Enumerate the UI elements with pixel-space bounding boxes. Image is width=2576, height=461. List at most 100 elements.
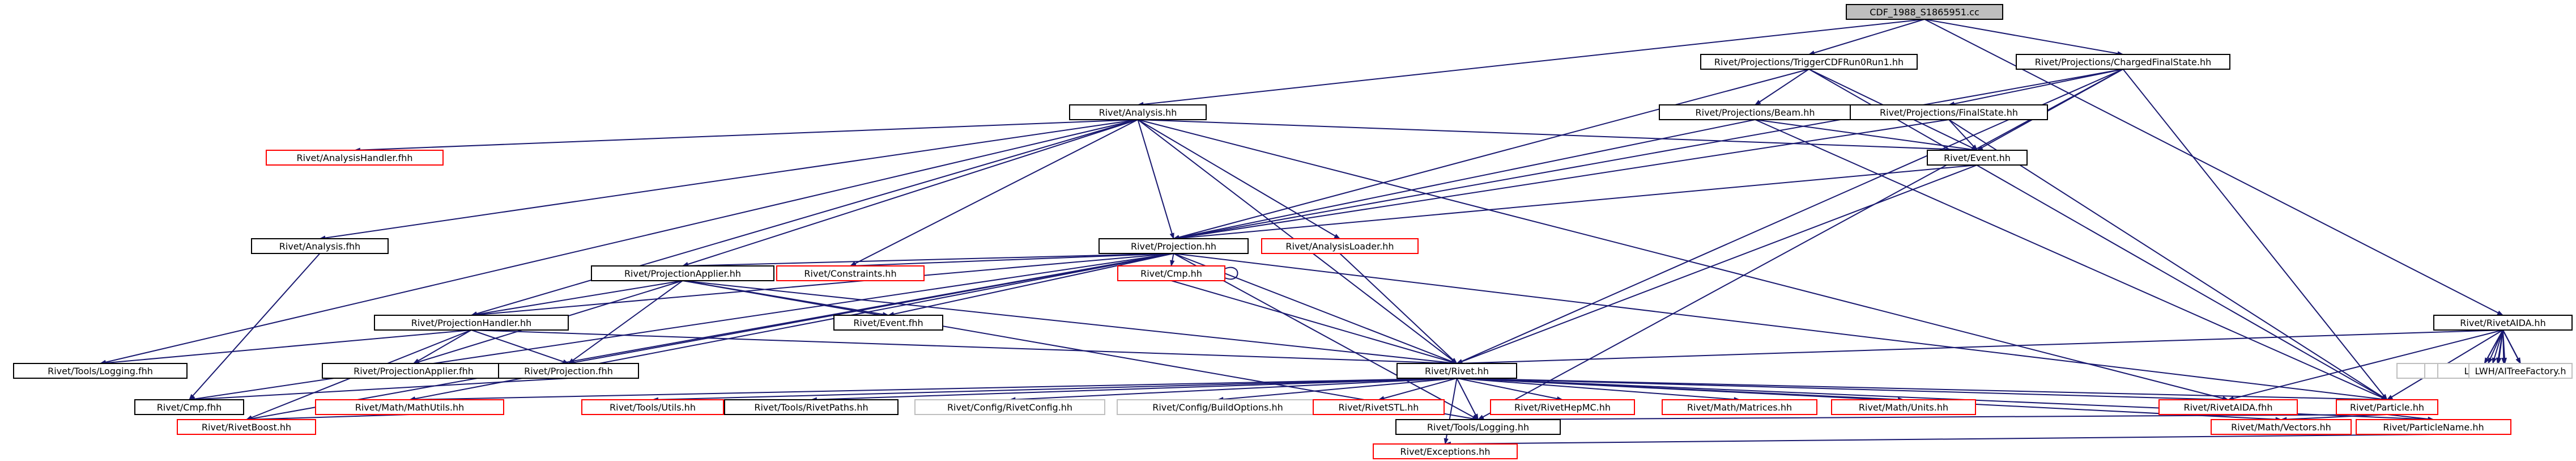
edge-rivethh-to-mathutils — [408, 378, 1457, 402]
edge-trigger-to-beam — [1754, 69, 1809, 105]
node-box — [1373, 443, 1518, 459]
node-label: Rivet/Event.fhh — [853, 318, 923, 328]
node-rivethh[interactable]: Rivet/Rivet.hh — [1396, 363, 1517, 379]
node-label: Rivet/AnalysisLoader.hh — [1285, 241, 1394, 252]
node-label: Rivet/Projection.hh — [1131, 241, 1216, 252]
node-layer: CDF_1988_S1865951.ccRivet/Projections/Tr… — [13, 4, 2573, 459]
node-label: Rivet/Analysis.fhh — [279, 241, 360, 252]
node-label: Rivet/ParticleName.hh — [2383, 422, 2484, 433]
node-event[interactable]: Rivet/Event.hh — [1927, 150, 2028, 166]
node-box — [1117, 399, 1319, 415]
edge-rivetaidahh-to-histfactory — [2484, 329, 2503, 365]
node-box — [1098, 238, 1249, 254]
edge-projection-to-particlehh — [1173, 253, 2388, 401]
node-cmpfhh[interactable]: Rivet/Cmp.fhh — [134, 399, 244, 415]
node-box — [374, 315, 569, 331]
node-label: Rivet/Constraints.hh — [804, 268, 896, 279]
node-box — [2433, 315, 2573, 331]
edge-beam-to-particlehh — [1755, 119, 2388, 400]
node-box — [2356, 419, 2511, 435]
node-box — [1069, 104, 1207, 120]
node-projfhh[interactable]: Rivet/Projection.fhh — [498, 363, 639, 379]
node-box — [1396, 363, 1517, 379]
edge-analysis-to-constraints — [849, 119, 1138, 267]
node-label: Rivet/RivetSTL.hh — [1339, 402, 1419, 413]
node-exceptions[interactable]: Rivet/Exceptions.hh — [1373, 443, 1518, 459]
node-rivethepmc[interactable]: Rivet/RivetHepMC.hh — [1490, 399, 1635, 415]
node-box — [1261, 238, 1419, 254]
node-aloader[interactable]: Rivet/AnalysisLoader.hh — [1261, 238, 1419, 254]
edge-particlename-to-exceptions — [1444, 434, 2434, 447]
edge-fs-to-projection — [1173, 119, 1949, 240]
node-label: Rivet/Event.hh — [1944, 153, 2011, 163]
node-label: Rivet/ProjectionApplier.hh — [624, 268, 741, 279]
node-cmphh[interactable]: Rivet/Cmp.hh — [1117, 265, 1225, 281]
node-papplier[interactable]: Rivet/ProjectionApplier.hh — [591, 265, 774, 281]
node-logginghh[interactable]: Rivet/Tools/Logging.hh — [1395, 419, 1561, 435]
node-rivetstl[interactable]: Rivet/RivetSTL.hh — [1313, 399, 1445, 415]
node-trigger[interactable]: Rivet/Projections/TriggerCDFRun0Run1.hh — [1700, 54, 1918, 70]
node-projection[interactable]: Rivet/Projection.hh — [1098, 238, 1249, 254]
node-label: Rivet/RivetBoost.hh — [202, 422, 291, 433]
node-label: Rivet/Cmp.fhh — [157, 402, 222, 413]
node-rivetaida[interactable]: Rivet/RivetAIDA.fhh — [2158, 399, 2298, 415]
node-mathutils[interactable]: Rivet/Math/MathUtils.hh — [315, 399, 504, 415]
node-box — [1662, 399, 1817, 415]
node-box — [724, 399, 899, 415]
edge-event-to-rivethh — [1456, 164, 1978, 364]
edge-cfs-to-particlehh — [2122, 69, 2388, 401]
node-eventfhh[interactable]: Rivet/Event.fhh — [833, 315, 943, 331]
node-rivetaidahh[interactable]: Rivet/RivetAIDA.hh — [2433, 315, 2573, 331]
node-box — [134, 399, 244, 415]
node-treefactory: LWH/AITreeFactory.h — [2468, 363, 2573, 379]
node-units[interactable]: Rivet/Math/Units.hh — [1831, 399, 1976, 415]
node-box — [1850, 104, 2048, 120]
node-rivetconfig: Rivet/Config/RivetConfig.hh — [914, 399, 1105, 415]
node-label: Rivet/Projections/TriggerCDFRun0Run1.hh — [1714, 57, 1904, 67]
node-analysis[interactable]: Rivet/Analysis.hh — [1069, 104, 1207, 120]
node-box — [1395, 419, 1561, 435]
node-box — [266, 150, 444, 166]
node-matrices[interactable]: Rivet/Math/Matrices.hh — [1662, 399, 1817, 415]
edge-papplier-to-rivethh — [682, 280, 1458, 366]
node-logfhh[interactable]: Rivet/Tools/Logging.fhh — [13, 363, 188, 379]
node-beam[interactable]: Rivet/Projections/Beam.hh — [1659, 104, 1851, 120]
node-box — [315, 399, 504, 415]
edge-afhh-to-cmpfhh — [189, 253, 321, 401]
node-pappfhh[interactable]: Rivet/ProjectionApplier.fhh — [322, 363, 505, 379]
node-box — [1831, 399, 1976, 415]
node-box — [1927, 150, 2028, 166]
edge-trigger-to-projection — [1173, 69, 1809, 240]
node-box — [1659, 104, 1851, 120]
node-rivetboost[interactable]: Rivet/RivetBoost.hh — [177, 419, 316, 435]
node-label: Rivet/AnalysisHandler.fhh — [297, 153, 413, 163]
node-box — [2158, 399, 2298, 415]
edge-analysis-to-afhh — [319, 119, 1138, 240]
node-box — [498, 363, 639, 379]
edge-phandler-to-pappfhh — [412, 329, 472, 364]
node-label: Rivet/Math/Matrices.hh — [1687, 402, 1792, 413]
node-cfs[interactable]: Rivet/Projections/ChargedFinalState.hh — [2016, 54, 2230, 70]
node-box — [2016, 54, 2230, 70]
node-particlename[interactable]: Rivet/ParticleName.hh — [2356, 419, 2511, 435]
node-constraints[interactable]: Rivet/Constraints.hh — [776, 265, 925, 281]
node-afhh[interactable]: Rivet/Analysis.fhh — [251, 238, 389, 254]
node-rivetpaths[interactable]: Rivet/Tools/RivetPaths.hh — [724, 399, 899, 415]
node-particlehh[interactable]: Rivet/Particle.hh — [2336, 399, 2438, 415]
node-box — [1313, 399, 1445, 415]
node-vectors[interactable]: Rivet/Math/Vectors.hh — [2211, 419, 2352, 435]
node-label: Rivet/Cmp.hh — [1140, 268, 1202, 279]
node-box — [581, 399, 724, 415]
node-toolsutils[interactable]: Rivet/Tools/Utils.hh — [581, 399, 724, 415]
node-label: Rivet/Tools/Logging.fhh — [48, 366, 153, 377]
node-label: Rivet/Rivet.hh — [1425, 366, 1489, 377]
node-label: Rivet/Projections/FinalState.hh — [1880, 107, 2018, 118]
node-fs[interactable]: Rivet/Projections/FinalState.hh — [1850, 104, 2048, 120]
node-phandler[interactable]: Rivet/ProjectionHandler.hh — [374, 315, 569, 331]
node-ahandler[interactable]: Rivet/AnalysisHandler.fhh — [266, 150, 444, 166]
node-label: Rivet/RivetHepMC.hh — [1514, 402, 1611, 413]
edge-analysis-to-papplier — [682, 119, 1138, 267]
node-label: Rivet/Config/RivetConfig.hh — [947, 402, 1072, 413]
edge-event-to-projection — [1173, 164, 1978, 241]
